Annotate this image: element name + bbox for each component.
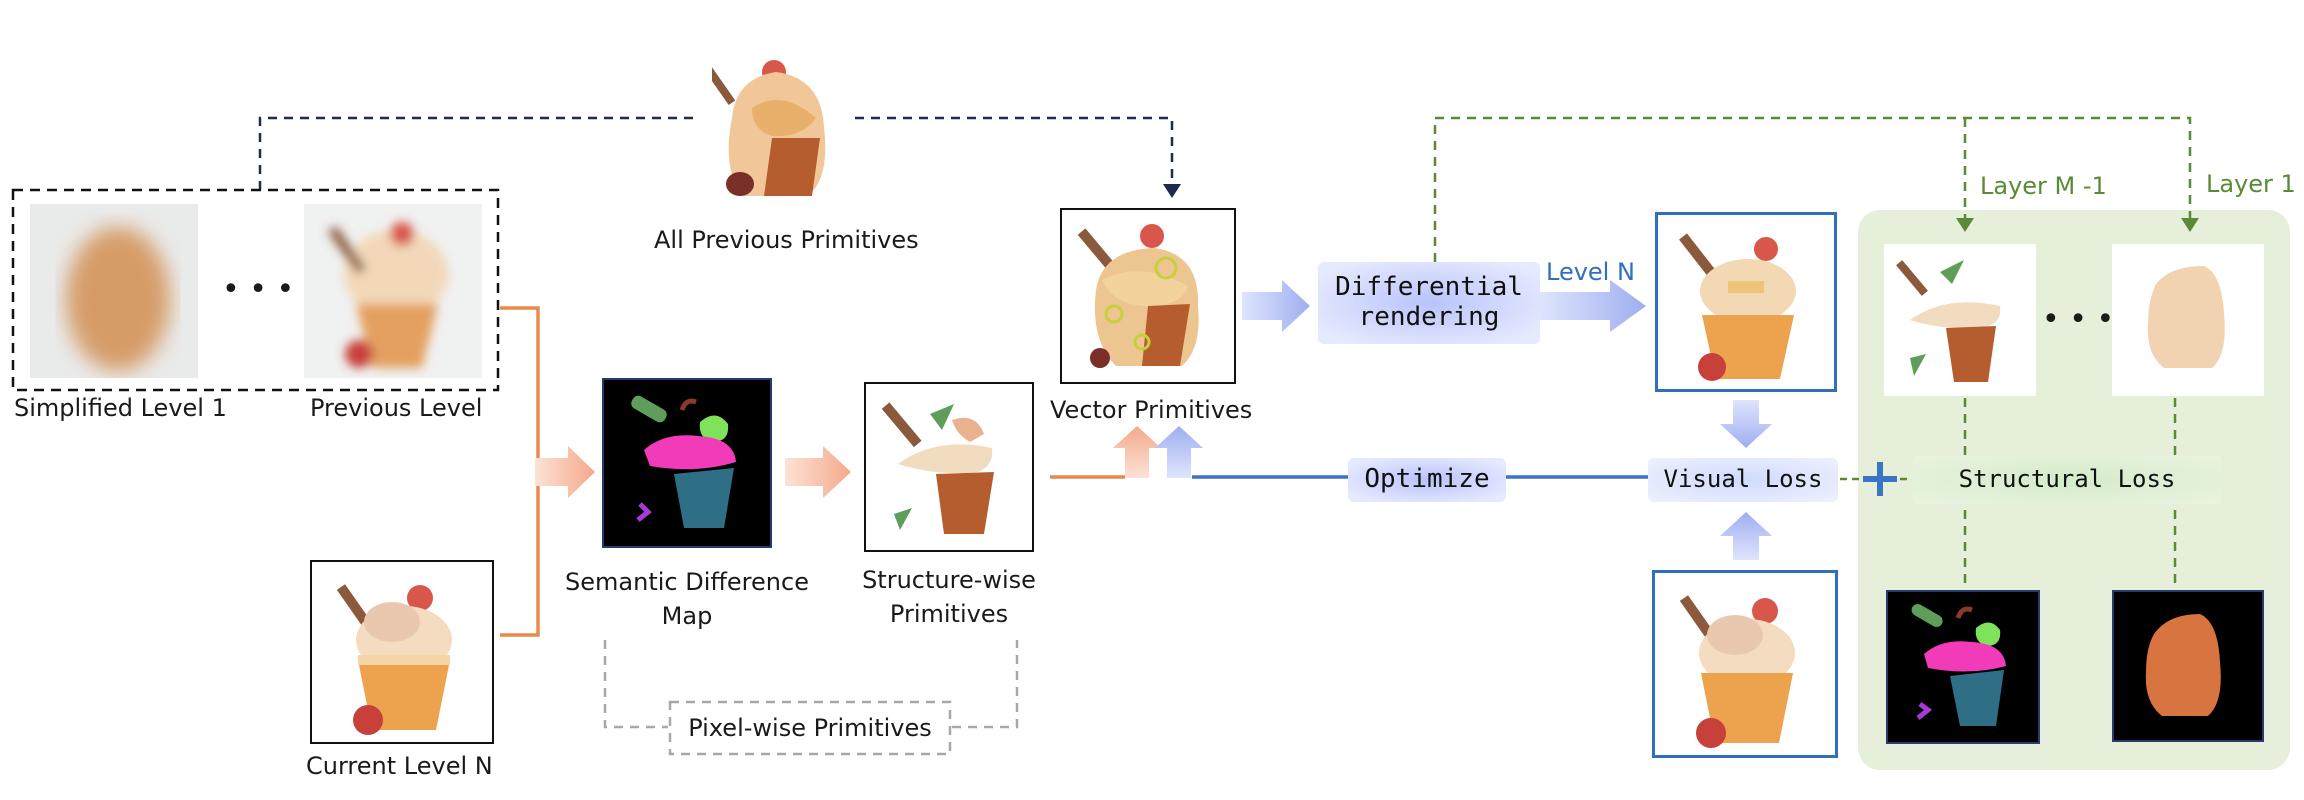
previous-dashed-line-right [855, 116, 1174, 188]
differential-rendering-text: Differential rendering [1318, 262, 1540, 344]
current-level-n-image [310, 560, 494, 744]
semantic-difference-map-image [602, 378, 772, 548]
previous-dashed-line-left [258, 116, 695, 190]
vector-primitives-image [1060, 208, 1236, 384]
structure-wise-label-1: Structure-wise [862, 566, 1036, 594]
semantic-difference-label-1: Semantic Difference [565, 568, 809, 596]
layer-1-mask [2112, 590, 2264, 742]
rendered-level-n-image [1655, 212, 1837, 392]
arrowhead-to-vector [1163, 184, 1181, 198]
blue-arrow-up [1155, 426, 1203, 478]
ellipsis-layers: • • • [2042, 302, 2115, 337]
optimize-pill [1348, 458, 1506, 502]
plus-icon-v [1877, 462, 1883, 496]
differential-rendering-pill [1318, 262, 1540, 344]
arrow-down-to-visual-loss [1720, 400, 1772, 448]
visual-loss-pill [1648, 458, 1838, 502]
structural-loss-text: Structural Loss [1958, 465, 2176, 494]
semantic-difference-label-2: Map [661, 602, 713, 630]
structural-loss-pill [1912, 456, 2222, 504]
green-dashed-top [1433, 116, 2192, 262]
levels-dashed-box [11, 188, 500, 392]
differential-rendering-line-2: rendering [1358, 302, 1500, 332]
peach-arrow-1 [535, 446, 595, 498]
blue-arrow-to-render [1242, 280, 1310, 332]
structure-wise-label-2: Primitives [889, 600, 1009, 628]
layer-1-label: Layer 1 [2206, 170, 2296, 198]
all-previous-primitives-image [698, 48, 850, 200]
blue-arrow-to-level-n [1540, 280, 1646, 332]
gray-dashed-right [952, 640, 1019, 729]
previous-level-label: Previous Level [310, 394, 483, 422]
level-n-label: Level N [1546, 258, 1635, 286]
gray-dashed-left [603, 640, 668, 729]
layer-1-image [2112, 244, 2264, 396]
pixel-wise-box [668, 700, 952, 756]
layer-m-1-label: Layer M -1 [1980, 172, 2107, 200]
all-previous-primitives-label: All Previous Primitives [654, 226, 919, 254]
arrowhead-layer-1 [2181, 218, 2199, 232]
pixel-wise-primitives-label: Pixel-wise Primitives [688, 714, 932, 742]
simplified-level-1-image [30, 204, 198, 378]
current-level-n-label: Current Level N [306, 752, 493, 780]
peach-arrow-up [1113, 426, 1161, 478]
layer-m-1-semantic-map [1886, 590, 2040, 744]
target-image [1652, 570, 1838, 758]
visual-loss-text: Visual Loss [1663, 465, 1823, 494]
differential-rendering-line-1: Differential [1335, 272, 1523, 303]
orange-bracket [500, 306, 540, 637]
layer-m-1-image [1884, 244, 2036, 396]
previous-level-image [304, 204, 482, 378]
optimize-text: Optimize [1364, 464, 1490, 495]
vector-primitives-label: Vector Primitives [1050, 396, 1253, 424]
structure-wise-primitives-image [864, 382, 1034, 552]
peach-arrow-2 [785, 446, 851, 498]
arrowhead-layer-m1 [1956, 218, 1974, 232]
ellipsis-levels: • • • [222, 272, 295, 307]
arrow-up-to-visual-loss [1720, 512, 1772, 560]
simplified-level-1-label: Simplified Level 1 [14, 394, 227, 422]
